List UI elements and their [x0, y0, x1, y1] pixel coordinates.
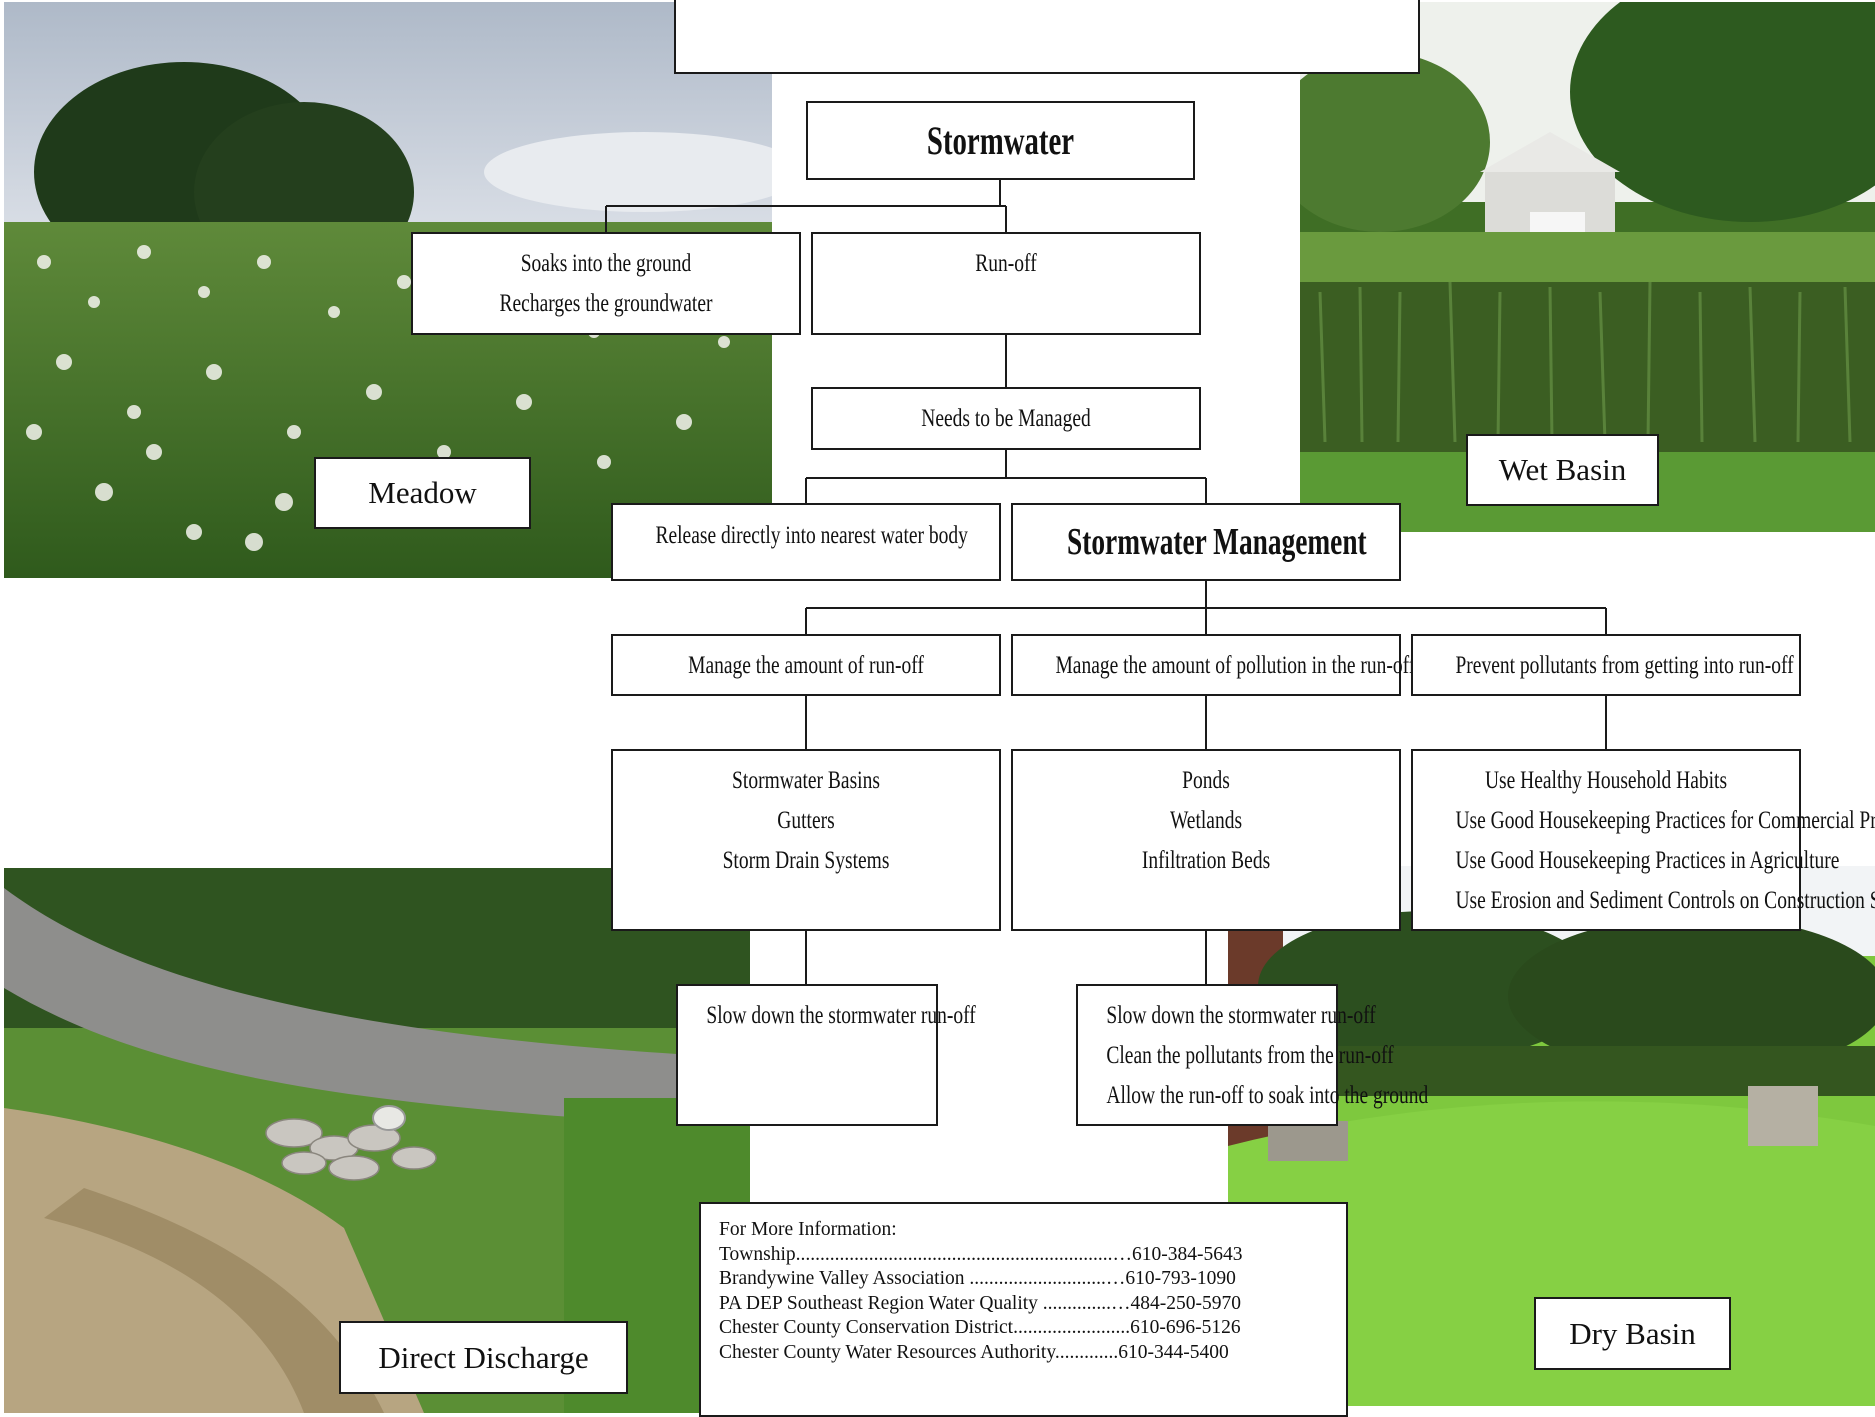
method-item: Ponds [1182, 767, 1230, 794]
result-item: Allow the run-off to soak into the groun… [1106, 1082, 1429, 1109]
soaks-line-1: Soaks into the ground [520, 250, 692, 277]
contact-row: Chester County Water Resources Authority… [719, 1341, 1229, 1363]
soaks-box: Soaks into the ground Recharges the grou… [411, 232, 801, 335]
method-item: Use Healthy Household Habits [1484, 767, 1728, 794]
meadow-label: Meadow [314, 457, 531, 529]
direct-discharge-label: Direct Discharge [339, 1321, 628, 1394]
header-blank-box [674, 0, 1420, 74]
contact-row: PA DEP Southeast Region Water Quality ..… [719, 1292, 1242, 1314]
release-box: Release directly into nearest water body [611, 503, 1001, 581]
stormwater-management-label: Stormwater Management [1067, 521, 1367, 563]
contact-heading: For More Information: [719, 1219, 897, 1240]
result-item: Clean the pollutants from the run-off [1106, 1042, 1394, 1069]
branch-heading: Prevent pollutants from getting into run… [1455, 652, 1794, 679]
result-box: Slow down the stormwater run-off [676, 984, 976, 1126]
method-item: Infiltration Beds [1141, 847, 1271, 874]
result-item: Slow down the stormwater run-off [706, 1002, 976, 1029]
needs-managed-box: Needs to be Managed [811, 387, 1201, 450]
method-item: Use Erosion and Sediment Controls on Con… [1455, 887, 1875, 914]
method-item: Use Good Housekeeping Practices for Comm… [1455, 807, 1875, 834]
branch-heading: Manage the amount of pollution in the ru… [1055, 652, 1416, 679]
needs-managed-label: Needs to be Managed [921, 405, 1091, 432]
contact-info-box: For More Information: Township..........… [699, 1202, 1348, 1417]
method-item: Storm Drain Systems [722, 847, 890, 874]
methods-box: Ponds Wetlands Infiltration Beds [1011, 749, 1401, 931]
method-item: Gutters [777, 807, 835, 834]
contact-row: Chester County Conservation District....… [719, 1317, 1241, 1338]
stormwater-box: Stormwater [806, 101, 1195, 180]
wet-basin-photo [1300, 2, 1875, 532]
stormwater-label: Stormwater [926, 118, 1075, 163]
result-box: Slow down the stormwater run-off Clean t… [1076, 984, 1429, 1126]
branch-heading-box: Manage the amount of pollution in the ru… [1011, 634, 1416, 696]
branch-heading: Manage the amount of run-off [688, 652, 924, 679]
soaks-line-2: Recharges the groundwater [499, 290, 713, 317]
method-item: Wetlands [1169, 807, 1243, 834]
runoff-box: Run-off [811, 232, 1201, 335]
method-item: Use Good Housekeeping Practices in Agric… [1455, 847, 1840, 874]
contact-row: Township................................… [719, 1243, 1243, 1265]
dry-basin-label: Dry Basin [1534, 1297, 1731, 1370]
wet-basin-label: Wet Basin [1466, 434, 1659, 506]
branch-heading-box: Prevent pollutants from getting into run… [1411, 634, 1801, 696]
methods-box: Use Healthy Household Habits Use Good Ho… [1411, 749, 1875, 931]
result-item: Slow down the stormwater run-off [1106, 1002, 1376, 1029]
method-item: Stormwater Basins [732, 767, 880, 794]
contact-row: Brandywine Valley Association ..........… [719, 1268, 1236, 1289]
methods-box: Stormwater Basins Gutters Storm Drain Sy… [611, 749, 1001, 931]
stormwater-management-box: Stormwater Management [1011, 503, 1401, 581]
release-label: Release directly into nearest water body [655, 522, 968, 549]
runoff-label: Run-off [975, 250, 1037, 277]
branch-heading-box: Manage the amount of run-off [611, 634, 1001, 696]
